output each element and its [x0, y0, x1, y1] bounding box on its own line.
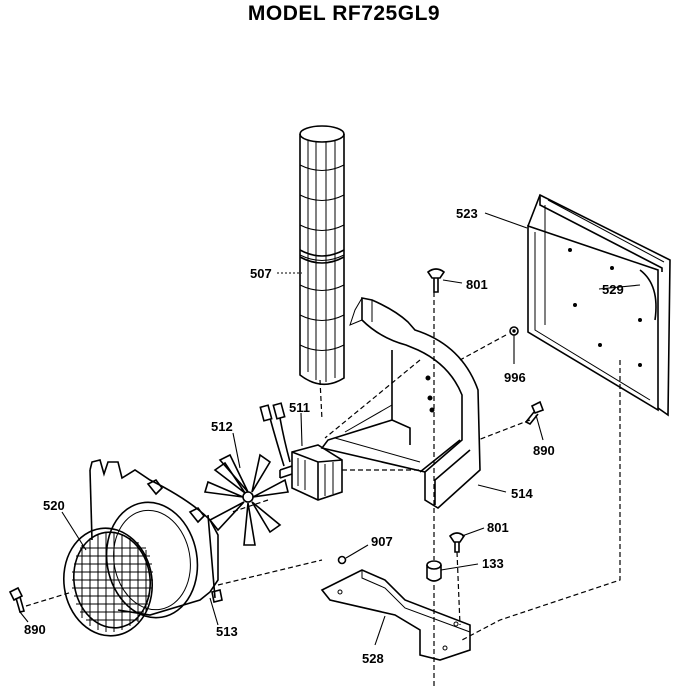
- label-801-bottom: 801: [487, 520, 509, 535]
- label-133: 133: [482, 556, 504, 571]
- label-890-left: 890: [24, 622, 46, 637]
- back-panel-523: [527, 193, 671, 417]
- label-529: 529: [602, 282, 624, 297]
- label-890-right: 890: [533, 443, 555, 458]
- blower-scroll-513: [89, 459, 223, 619]
- nut-907: [337, 555, 347, 565]
- screw-801-top: [426, 268, 446, 293]
- nut-996: [509, 326, 519, 336]
- label-801-top: 801: [466, 277, 488, 292]
- label-511: 511: [289, 400, 310, 415]
- label-907: 907: [371, 534, 393, 549]
- housing-bracket-514: [320, 297, 481, 509]
- leader-lines: [19, 212, 641, 646]
- label-512: 512: [211, 419, 233, 434]
- screw-890-left: [8, 586, 25, 613]
- label-528: 528: [362, 651, 384, 666]
- spacer-133: [426, 560, 442, 582]
- screw-890-right: [524, 400, 545, 426]
- label-523: 523: [456, 206, 478, 221]
- label-507: 507: [250, 266, 272, 281]
- diagram-title: MODEL RF725GL9: [247, 2, 441, 25]
- label-513: 513: [216, 624, 238, 639]
- motor-511: [259, 402, 343, 501]
- screw-801-bottom: [448, 532, 466, 553]
- grille-520: [62, 527, 154, 637]
- label-996: 996: [504, 370, 526, 385]
- assembly-lines: [25, 292, 621, 689]
- blower-wheel-507: [299, 125, 345, 386]
- fan-blade-512: [203, 453, 289, 546]
- mounting-bracket-528: [320, 569, 471, 661]
- label-514: 514: [511, 486, 533, 501]
- label-520: 520: [43, 498, 65, 513]
